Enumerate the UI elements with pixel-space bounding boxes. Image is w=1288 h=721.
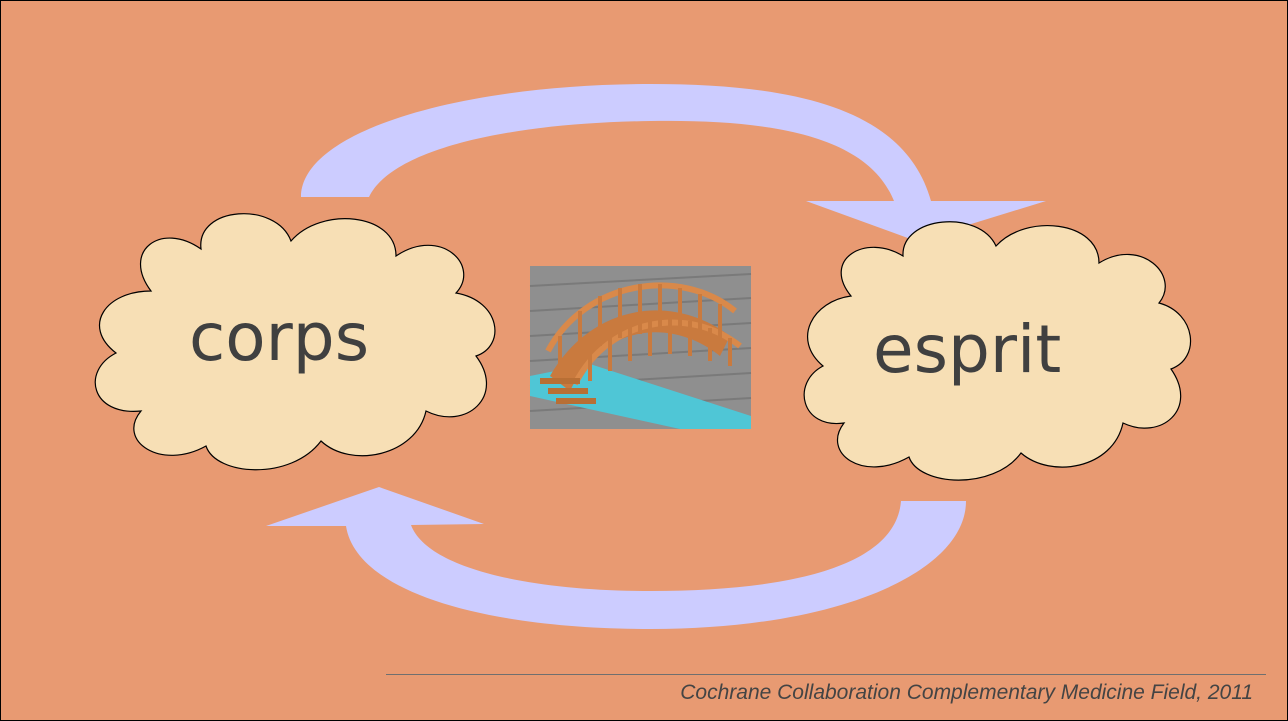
cloud-esprit xyxy=(803,221,1192,481)
footer-citation: Cochrane Collaboration Complementary Med… xyxy=(680,681,1253,704)
top-arrow xyxy=(301,84,1046,241)
bottom-arrow xyxy=(266,487,966,629)
node-label-esprit: esprit xyxy=(873,311,1062,388)
bridge-image xyxy=(529,266,752,429)
cloud-corps xyxy=(94,213,496,471)
node-label-corps: corps xyxy=(189,299,370,376)
footer-divider xyxy=(386,674,1266,675)
